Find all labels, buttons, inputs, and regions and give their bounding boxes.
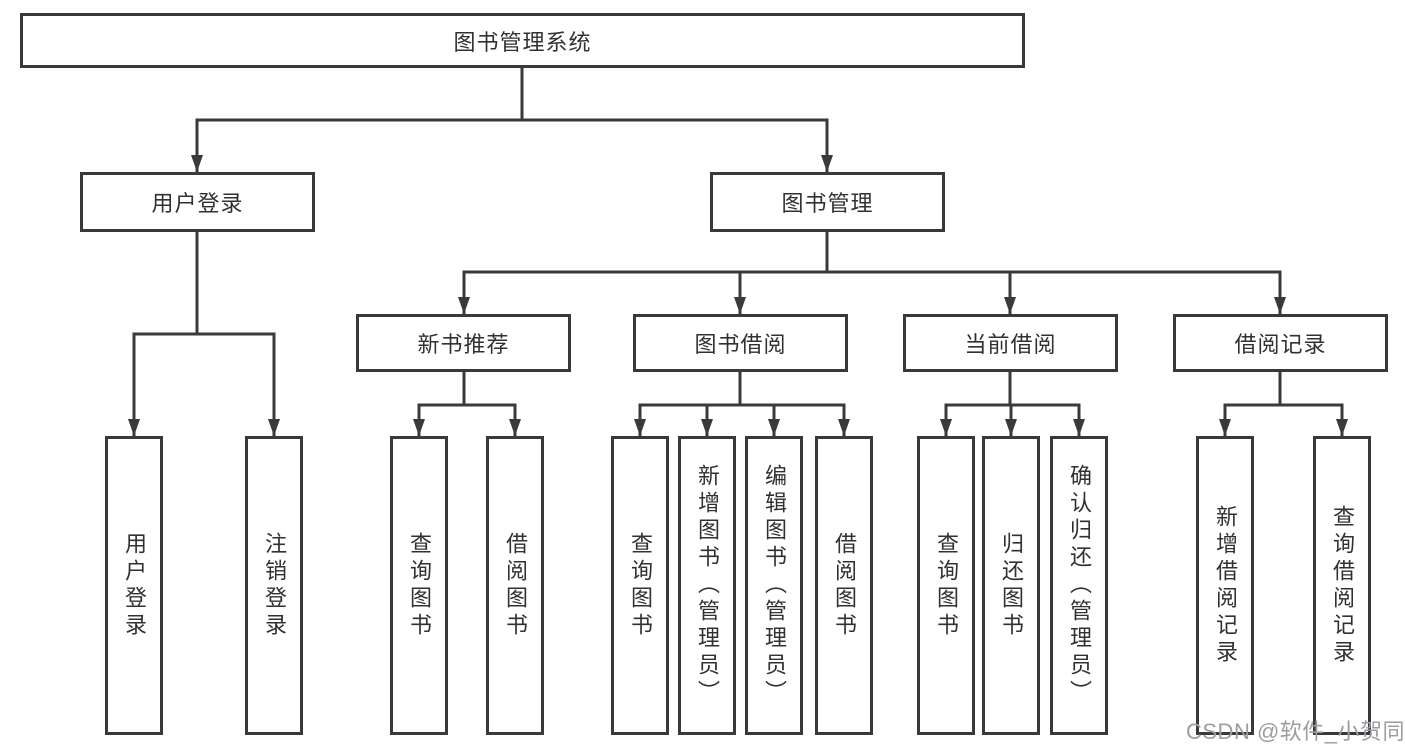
node-label: 用户登录 — [122, 531, 147, 640]
node-leaf-user-login: 用户登录 — [105, 436, 163, 735]
node-label: 查询图书 — [407, 531, 432, 640]
node-label: 新增借阅记录 — [1213, 504, 1238, 667]
node-leaf-borrow-books-1: 借阅图书 — [486, 436, 544, 735]
node-label: 注销登录 — [262, 531, 287, 640]
node-leaf-query-books-2: 查询图书 — [611, 436, 669, 735]
node-label: 借阅图书 — [503, 531, 528, 640]
node-label: 新书推荐 — [417, 332, 510, 357]
node-label: 查询图书 — [628, 531, 653, 640]
node-label: 查询借阅记录 — [1330, 504, 1355, 667]
node-label: 确认归还（管理员） — [1067, 464, 1092, 707]
node-leaf-logout: 注销登录 — [245, 436, 303, 735]
node-book-management: 图书管理 — [710, 172, 945, 232]
node-new-book-recommendation: 新书推荐 — [356, 314, 571, 372]
node-book-management-label: 图书管理 — [781, 191, 874, 216]
node-current-borrow: 当前借阅 — [903, 314, 1118, 372]
node-label: 查询图书 — [934, 531, 959, 640]
node-label: 当前借阅 — [964, 332, 1057, 357]
node-leaf-add-borrow-record: 新增借阅记录 — [1196, 436, 1254, 735]
node-label: 编辑图书（管理员） — [762, 464, 787, 707]
node-leaf-query-books-1: 查询图书 — [390, 436, 448, 735]
node-label: 归还图书 — [999, 531, 1024, 640]
node-leaf-edit-book-admin: 编辑图书（管理员） — [745, 436, 803, 735]
watermark: CSDN @软件_小贺同学 — [1186, 719, 1405, 744]
node-borrow-records: 借阅记录 — [1173, 314, 1388, 372]
node-leaf-add-book-admin: 新增图书（管理员） — [678, 436, 736, 735]
node-leaf-return-book: 归还图书 — [982, 436, 1040, 735]
node-leaf-query-borrow-record: 查询借阅记录 — [1313, 436, 1371, 735]
node-leaf-confirm-return-admin: 确认归还（管理员） — [1050, 436, 1108, 735]
node-leaf-query-books-3: 查询图书 — [917, 436, 975, 735]
node-book-borrow: 图书借阅 — [633, 314, 848, 372]
node-label: 图书借阅 — [694, 332, 787, 357]
node-user-login-label: 用户登录 — [151, 191, 244, 216]
node-label: 新增图书（管理员） — [695, 464, 720, 707]
node-label: 借阅图书 — [832, 531, 857, 640]
node-label: 借阅记录 — [1234, 332, 1327, 357]
node-leaf-borrow-books-2: 借阅图书 — [815, 436, 873, 735]
node-user-login: 用户登录 — [80, 172, 315, 232]
node-root-label: 图书管理系统 — [453, 29, 592, 55]
node-root: 图书管理系统 — [20, 13, 1025, 68]
